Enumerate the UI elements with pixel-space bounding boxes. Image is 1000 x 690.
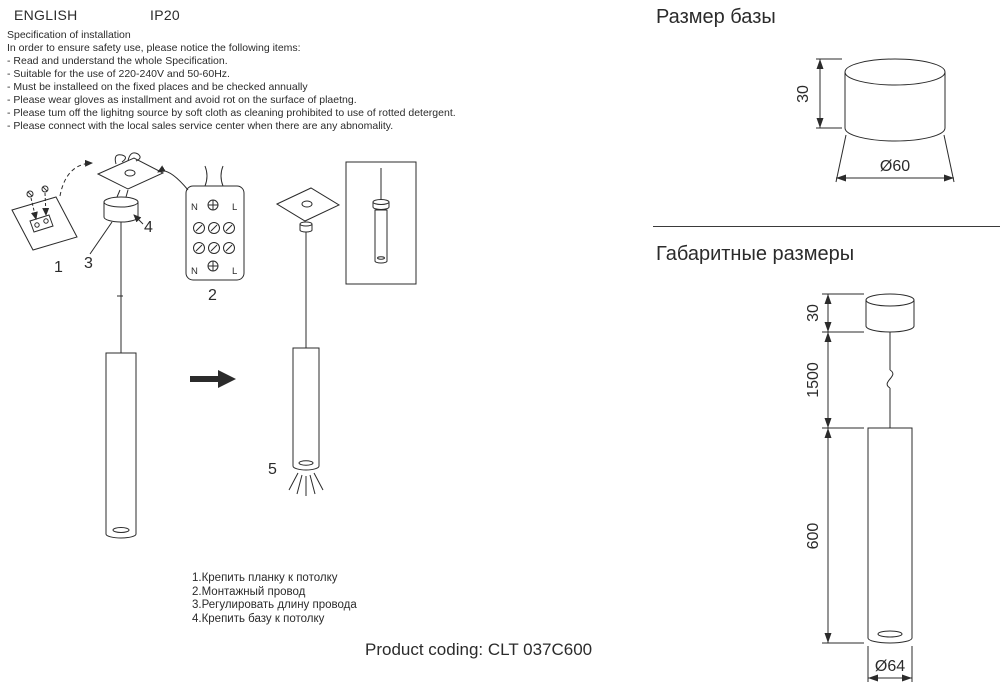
ip-rating-label: IP20	[150, 7, 180, 23]
step3-leader-line	[89, 221, 113, 255]
overall-wire-length-value: 1500	[805, 362, 822, 398]
overall-body-drawing	[867, 427, 913, 644]
installed-pendant-drawing	[275, 187, 341, 496]
spec-title: Specification of installation	[7, 29, 131, 41]
step-label-5: 5	[268, 461, 277, 478]
legend-item: 4.Крепить базу к потолку	[192, 612, 325, 625]
step-label-1: 1	[54, 259, 63, 276]
step-label-2: 2	[208, 287, 217, 304]
overall-diameter-dimension: Ø64	[867, 646, 913, 682]
terminal-to-plate-arrow	[157, 165, 189, 191]
spec-item: - Must be installeed on the fixed places…	[7, 81, 308, 93]
pendant-drawing	[105, 222, 137, 539]
legend-item: 2.Монтажный провод	[192, 585, 306, 598]
spec-item: - Please wear gloves as installment and …	[7, 94, 357, 106]
spec-item: - Please tum off the lighitng source by …	[7, 107, 456, 119]
transition-arrow	[190, 370, 236, 388]
step-label-3: 3	[84, 255, 93, 272]
pendant-detail-box	[345, 161, 417, 285]
step4-leader-arrow	[133, 214, 144, 225]
overall-size-drawing: 30 1500 600 Ø64	[805, 293, 915, 682]
base-size-drawing: 30 Ø60	[795, 58, 955, 183]
base-diameter-value: Ø60	[880, 158, 910, 175]
overall-base-drawing	[865, 293, 915, 333]
bracket-to-plate-arrow	[59, 159, 93, 197]
legend-item: 1.Крепить планку к потолку	[192, 572, 338, 584]
base-size-title: Размер базы	[656, 6, 776, 28]
ceiling-plate-drawing	[96, 152, 165, 190]
overall-base-height-value: 30	[805, 304, 822, 322]
installation-diagram: 1 4 3	[11, 152, 417, 539]
canopy-drawing	[103, 189, 139, 223]
base-cylinder-drawing	[844, 58, 946, 142]
spec-intro: In order to ensure safety use, please no…	[7, 42, 301, 54]
language-label: ENGLISH	[14, 7, 78, 23]
section-divider	[653, 226, 1000, 227]
legend-item: 3.Регулировать длину провода	[192, 599, 357, 611]
product-coding: Product coding: CLT 037C600	[365, 640, 593, 659]
step-label-4: 4	[144, 219, 153, 236]
terminal-l-top: L	[232, 202, 237, 213]
spec-item: - Read and understand the whole Specific…	[7, 55, 228, 67]
spec-item: - Please connect with the local sales se…	[7, 120, 394, 132]
overall-wire-drawing	[886, 332, 894, 428]
terminal-n-bottom: N	[191, 266, 198, 277]
base-height-value: 30	[795, 85, 812, 103]
legend-block: 1.Крепить планку к потолку 2.Монтажный п…	[192, 572, 357, 626]
terminal-block-drawing: N L N L	[185, 165, 245, 281]
base-diameter-dimension: Ø60	[835, 134, 955, 183]
overall-body-length-value: 600	[805, 523, 822, 550]
base-height-dimension: 30	[795, 58, 842, 129]
specification-block: Specification of installation In order t…	[7, 29, 567, 133]
mounting-bracket-drawing	[11, 185, 78, 251]
overall-size-title: Габаритные размеры	[656, 243, 855, 265]
overall-dimension-chain: 30 1500 600	[805, 293, 864, 644]
terminal-n-top: N	[191, 202, 198, 213]
spec-item: - Suitable for the use of 220-240V and 5…	[7, 68, 230, 80]
terminal-l-bottom: L	[232, 266, 237, 277]
overall-diameter-value: Ø64	[875, 658, 905, 675]
